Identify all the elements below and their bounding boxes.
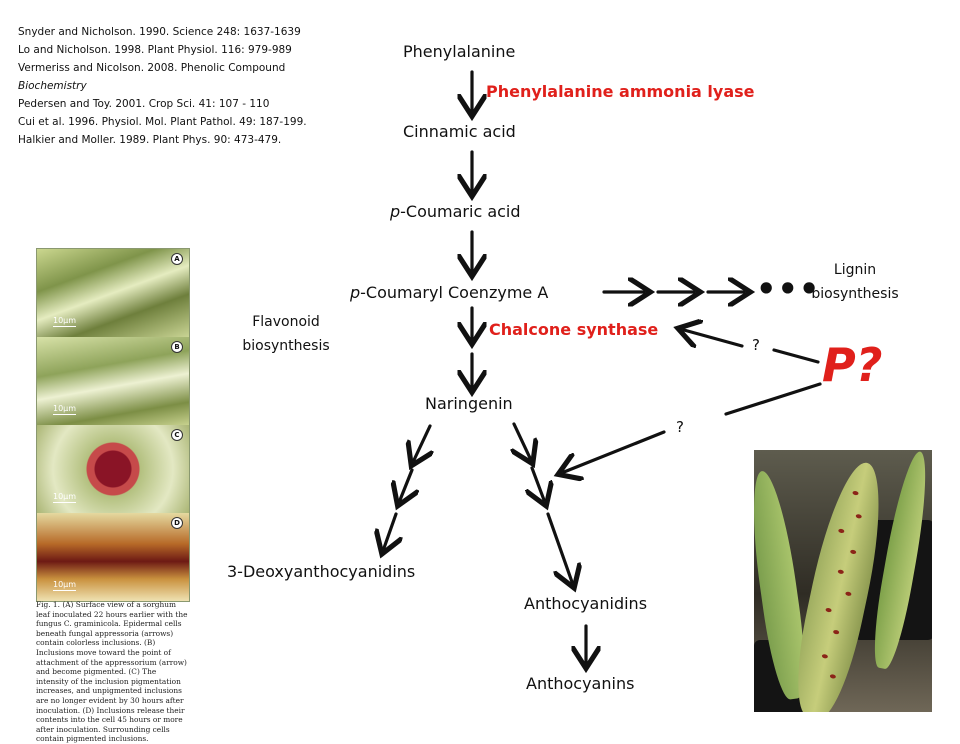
sorghum-leaf-photo xyxy=(754,450,932,712)
micrograph-panel-d: D 10µm xyxy=(37,513,189,601)
enzyme-phenylalanine-ammonia-lyase: Phenylalanine ammonia lyase xyxy=(486,82,755,101)
figure-caption: Fig. 1. (A) Surface view of a sorghum le… xyxy=(36,600,188,744)
scale-bar: 10µm xyxy=(53,580,77,591)
reference-5: Cui et al. 1996. Physiol. Mol. Plant Pat… xyxy=(18,116,307,128)
enzyme-chalcone-synthase: Chalcone synthase xyxy=(489,320,659,339)
node-cinnamic-acid: Cinnamic acid xyxy=(403,122,516,141)
label-lignin-biosynthesis: Lignin biosynthesis xyxy=(811,262,899,302)
node-anthocyanins: Anthocyanins xyxy=(526,674,635,693)
arrow-nar-antho-3 xyxy=(546,512,572,582)
reference-list: Snyder and Nicholson. 1990. Science 248:… xyxy=(18,23,368,149)
line-p-q2 xyxy=(724,382,822,416)
node-phenylalanine: Phenylalanine xyxy=(403,42,516,61)
arrow-q2-branch xyxy=(564,430,666,472)
arrow-nar-deoxy-1 xyxy=(414,424,430,460)
arrow-nar-deoxy-3 xyxy=(384,512,396,548)
node-3-deoxyanthocyanidins: 3-Deoxyanthocyanidins xyxy=(227,562,416,581)
node-anthocyanidins: Anthocyanidins xyxy=(524,594,648,613)
reference-3-cont: Biochemistry xyxy=(18,80,87,92)
node-p-coumaryl-coa: p-Coumaryl Coenzyme A xyxy=(350,283,549,302)
micrograph-panel-a: A 10µm xyxy=(37,249,189,337)
reference-1: Snyder and Nicholson. 1990. Science 248:… xyxy=(18,26,301,38)
label-flavonoid-biosynthesis: Flavonoid biosynthesis xyxy=(242,314,330,354)
line-p-q1 xyxy=(772,348,820,364)
ellipsis-lignin: ••• xyxy=(756,270,821,308)
reference-6: Halkier and Moller. 1989. Plant Phys. 90… xyxy=(18,134,282,146)
scale-bar: 10µm xyxy=(53,404,77,415)
question-mark-1: ? xyxy=(752,336,760,354)
reference-2: Lo and Nicholson. 1998. Plant Physiol. 1… xyxy=(18,44,292,56)
micrograph-panel-b: B 10µm xyxy=(37,337,189,425)
arrow-nar-antho-1 xyxy=(514,422,530,458)
node-naringenin: Naringenin xyxy=(425,394,513,413)
reference-4: Pedersen and Toy. 2001. Crop Sci. 41: 10… xyxy=(18,98,270,110)
scale-bar: 10µm xyxy=(53,492,77,503)
arrow-nar-deoxy-2 xyxy=(400,468,412,500)
node-p-coumaric-acid: p-Coumaric acid xyxy=(390,202,521,221)
p-question-label: P? xyxy=(822,338,883,392)
arrow-q1-chalcone xyxy=(684,330,744,346)
reference-3: Vermeriss and Nicolson. 2008. Phenolic C… xyxy=(18,62,286,74)
pathway-arrows xyxy=(0,70,822,720)
scale-bar: 10µm xyxy=(53,316,77,327)
question-mark-2: ? xyxy=(676,418,684,436)
micrograph-figure: A 10µm B 10µm C 10µm D 10µm xyxy=(36,248,190,602)
arrow-nar-antho-2 xyxy=(532,466,544,500)
micrograph-panel-c: C 10µm xyxy=(37,425,189,513)
